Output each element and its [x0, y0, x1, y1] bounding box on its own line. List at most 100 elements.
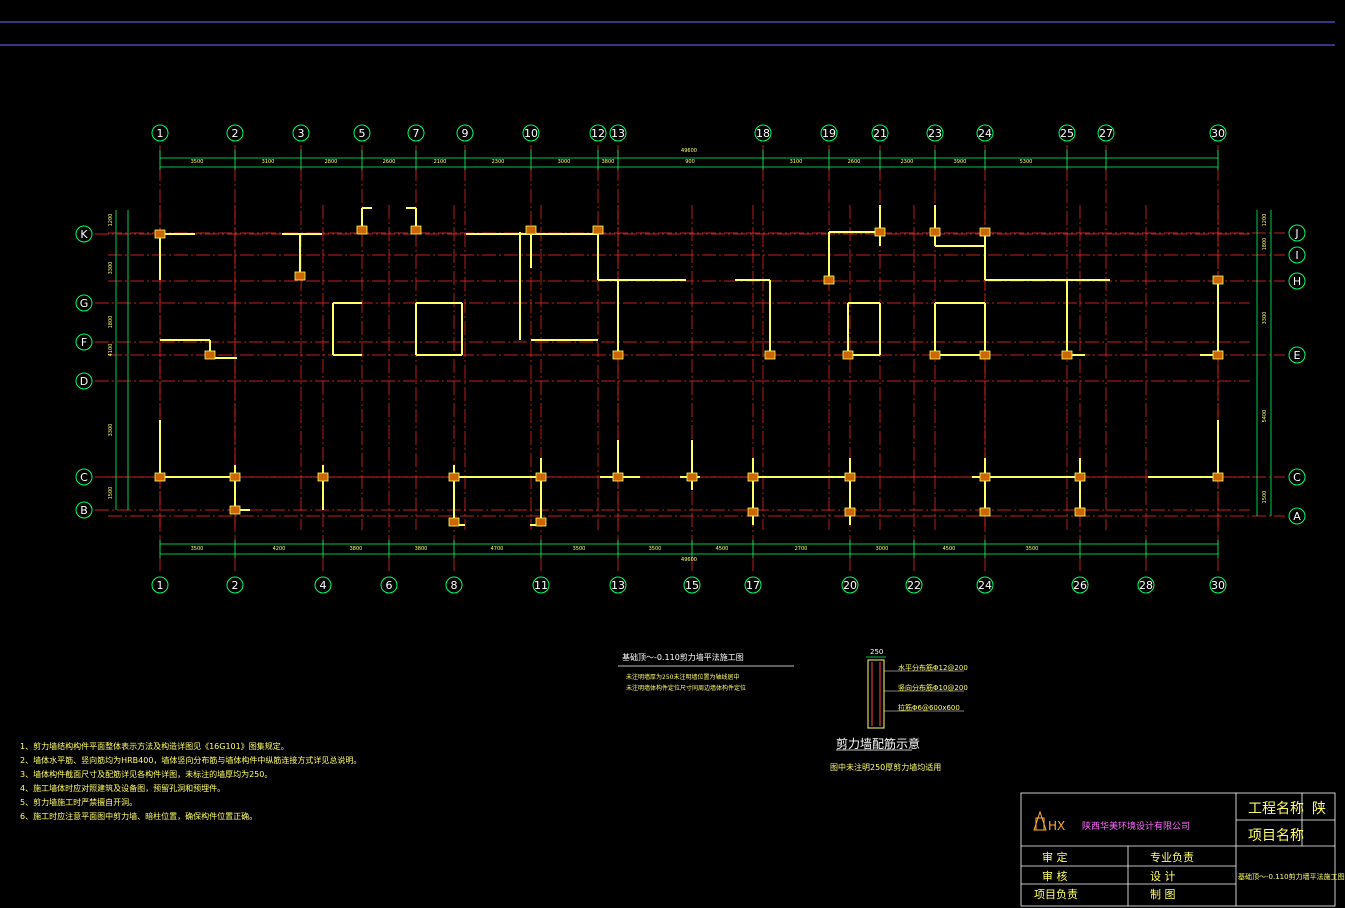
general-note-2: 2、墙体水平筋、竖向筋均为HRB400，墙体竖向分布筋与墙体构件中纵筋连接方式详… [20, 756, 362, 765]
svg-text:6: 6 [386, 579, 393, 592]
svg-text:F: F [81, 336, 87, 349]
bottom-dim-8: 2700 [795, 546, 808, 552]
dimension-lines [115, 150, 1272, 558]
tb-discipline-lead-label: 专业负责 [1150, 851, 1194, 864]
bottom-dim-9: 3000 [876, 546, 889, 552]
bottom-dim-3: 3800 [415, 546, 428, 552]
svg-text:11: 11 [534, 579, 548, 592]
svg-text:13: 13 [611, 579, 625, 592]
column-node [929, 227, 941, 237]
svg-text:K: K [80, 228, 88, 241]
svg-text:23: 23 [928, 127, 942, 140]
column-node [979, 507, 991, 517]
column-node [1212, 350, 1224, 360]
svg-text:28: 28 [1139, 579, 1153, 592]
right-dim-4: 1500 [1262, 491, 1268, 504]
shear-walls [154, 205, 1224, 527]
svg-text:1: 1 [157, 579, 164, 592]
svg-text:4: 4 [320, 579, 327, 592]
legend-line-2: 未注明墙体构件定位尺寸同周边墙体构件定位 [626, 684, 746, 692]
axis-bubble-left-F: F [75, 333, 93, 351]
axis-bubble-left-B: B [75, 501, 93, 519]
top-dim-5: 2300 [492, 159, 505, 165]
svg-text:18: 18 [756, 127, 770, 140]
tb-draft-label: 制 图 [1150, 888, 1176, 901]
axis-bubble-top-23: 23 [926, 124, 944, 142]
axis-bubble-left-C: C [75, 468, 93, 486]
axis-grid-lines [95, 145, 1285, 572]
top-total-dim: 49600 [681, 148, 697, 154]
svg-text:D: D [80, 375, 88, 388]
axis-bubble-left-D: D [75, 372, 93, 390]
axis-bubble-bottom-11: 11 [532, 576, 550, 594]
svg-text:30: 30 [1211, 579, 1225, 592]
svg-text:A: A [1293, 510, 1301, 523]
axis-bubble-top-9: 9 [456, 124, 474, 142]
right-dim-0: 1200 [1262, 214, 1268, 227]
bottom-dim-2: 3800 [350, 546, 363, 552]
axis-bubble-bottom-17: 17 [744, 576, 762, 594]
bottom-dim-5: 3500 [573, 546, 586, 552]
general-note-3: 3、墙体构件截面尺寸及配筋详见各构件详图，未标注的墙厚均为250。 [20, 770, 273, 779]
column-node [979, 472, 991, 482]
top-dim-13: 5300 [1020, 159, 1033, 165]
column-node [525, 225, 537, 235]
column-node [747, 472, 759, 482]
column-node [979, 350, 991, 360]
svg-text:5: 5 [359, 127, 366, 140]
axis-bubble-bottom-26: 26 [1071, 576, 1089, 594]
bottom-total-dim: 49600 [681, 557, 697, 563]
column-node [686, 472, 698, 482]
svg-text:1: 1 [157, 127, 164, 140]
column-node [535, 472, 547, 482]
axis-bubble-right-H: H [1288, 272, 1306, 290]
column-node [823, 275, 835, 285]
svg-text:I: I [1295, 249, 1298, 262]
left-dim-2: 1800 [108, 316, 114, 329]
column-node [979, 227, 991, 237]
tb-project-lead-label: 项目负责 [1034, 888, 1078, 901]
top-dim-0: 3500 [191, 159, 204, 165]
column-node [410, 225, 422, 235]
top-dim-6: 3000 [558, 159, 571, 165]
svg-text:24: 24 [978, 579, 992, 592]
svg-text:21: 21 [873, 127, 887, 140]
axis-bubble-top-19: 19 [820, 124, 838, 142]
svg-text:J: J [1294, 227, 1298, 240]
bottom-dim-10: 4500 [943, 546, 956, 552]
svg-text:2: 2 [232, 579, 239, 592]
svg-text:22: 22 [907, 579, 921, 592]
axis-bubble-top-30: 30 [1209, 124, 1227, 142]
column-node [844, 472, 856, 482]
general-note-6: 6、施工时应注意平面图中剪力墙、暗柱位置，确保构件位置正确。 [20, 812, 258, 821]
column-node [1212, 275, 1224, 285]
axis-bubble-bottom-24: 24 [976, 576, 994, 594]
top-dim-7: 3800 [602, 159, 615, 165]
svg-text:2: 2 [232, 127, 239, 140]
axis-bubble-bottom-22: 22 [905, 576, 923, 594]
column-node [154, 229, 166, 239]
tb-design-label: 设 计 [1150, 870, 1176, 883]
axis-bubble-top-21: 21 [871, 124, 889, 142]
column-node [356, 225, 368, 235]
axis-bubble-bottom-15: 15 [683, 576, 701, 594]
svg-text:15: 15 [685, 579, 699, 592]
right-dim-1: 1800 [1262, 238, 1268, 251]
axis-bubble-right-J: J [1288, 224, 1306, 242]
axis-bubble-bottom-30: 30 [1209, 576, 1227, 594]
top-dim-1: 3100 [262, 159, 275, 165]
top-dim-3: 2600 [383, 159, 396, 165]
column-node [747, 507, 759, 517]
column-node [1074, 472, 1086, 482]
svg-text:G: G [80, 297, 89, 310]
svg-text:30: 30 [1211, 127, 1225, 140]
wall-rebar-detail: 250 水平分布筋Φ12@200 竖向分布筋Φ10@200 拉筋Φ6@600x6… [830, 648, 968, 772]
column-node [929, 350, 941, 360]
axis-bubble-top-18: 18 [754, 124, 772, 142]
axis-bubble-bottom-28: 28 [1137, 576, 1155, 594]
svg-text:25: 25 [1060, 127, 1074, 140]
tb-drawing-title: 基础顶～-0.110剪力墙平法施工图 [1238, 873, 1345, 881]
svg-text:C: C [80, 471, 88, 484]
top-dim-9: 3100 [790, 159, 803, 165]
column-node [229, 472, 241, 482]
